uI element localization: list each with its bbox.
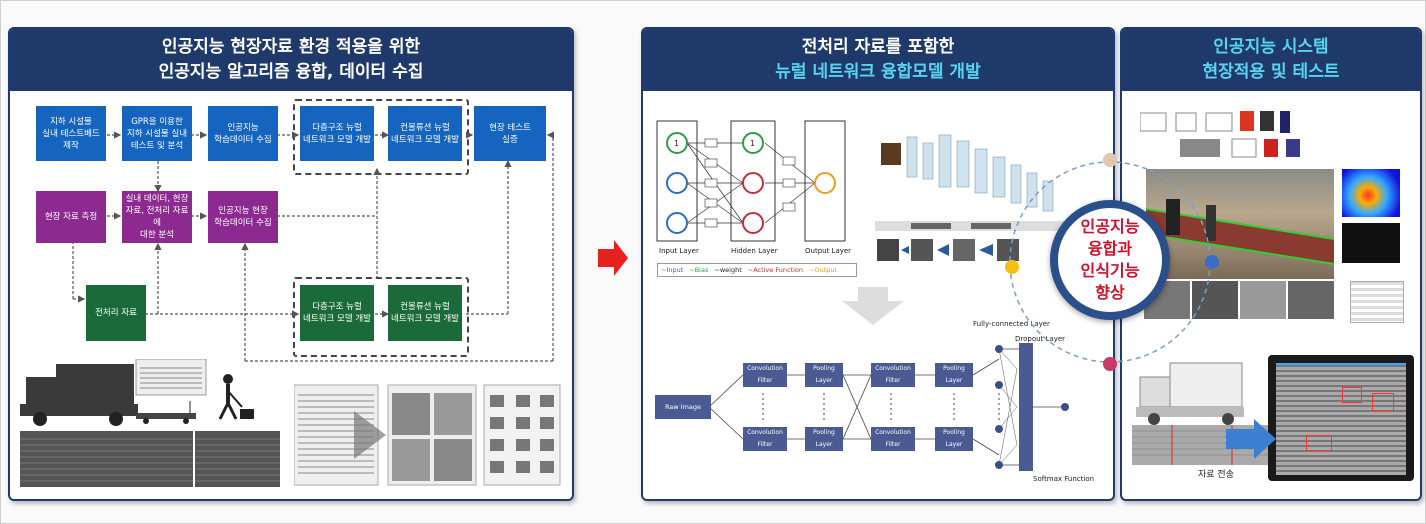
fusion-recognition-circle: 인공지능 융합과 인식기능 향상 bbox=[1050, 200, 1170, 320]
cnn-flow-diagram bbox=[708, 343, 1069, 471]
pooling-1-top: Pooling Layer bbox=[805, 363, 843, 387]
legend-weight: ~weight bbox=[714, 266, 742, 274]
panel-field-test: 인공지능 시스템 현장적용 및 테스트 bbox=[1120, 27, 1422, 501]
softmax-label: Softmax Function bbox=[1033, 475, 1095, 483]
field-survey-illustration bbox=[20, 359, 280, 487]
raw-image-box: Raw Image bbox=[655, 395, 711, 419]
pooling-1-bottom: Pooling Layer bbox=[805, 427, 843, 451]
conv-filter-2-top: Convolution Filter bbox=[871, 363, 915, 387]
legend-bias: ~Bias bbox=[689, 266, 709, 274]
box-field-measurement: 현장 자료 측정 bbox=[36, 191, 106, 243]
monitor-screen bbox=[1276, 363, 1406, 475]
conv-filter-1-bottom: Convolution Filter bbox=[743, 427, 787, 451]
box-preprocessed-data: 전처리 자료 bbox=[86, 285, 146, 341]
box-field-test: 현장 테스트 실증 bbox=[474, 106, 546, 161]
box-gpr-indoor-test: GPR을 이용한 지하 시설물 실내 테스트 및 분석 bbox=[122, 106, 192, 161]
radargram-thumbnails bbox=[294, 384, 561, 486]
result-monitor bbox=[1268, 355, 1414, 481]
nn-input-layer-label: Input Layer bbox=[659, 247, 699, 255]
box-cnn-model-top: 컨볼류션 뉴럴 네트워크 모델 개발 bbox=[388, 106, 462, 161]
panel3-title-line2: 현장적용 및 테스트 bbox=[1202, 62, 1340, 82]
panel3-title-line1: 인공지능 시스템 bbox=[1213, 37, 1329, 57]
circle-line4: 향상 bbox=[1095, 283, 1125, 302]
box-data-analysis: 실내 데이터, 현장 자료, 전처리 자료에 대한 분석 bbox=[122, 191, 192, 243]
equipment-photos bbox=[1144, 281, 1334, 319]
box-cnn-model-bottom: 컨볼류션 뉴럴 네트워크 모델 개발 bbox=[388, 285, 462, 341]
panel2-title-line1: 전처리 자료를 포함한 bbox=[801, 37, 955, 57]
pooling-2-bottom: Pooling Layer bbox=[935, 427, 973, 451]
neural-network-diagram: 1 1 bbox=[656, 120, 846, 242]
svg-text:1: 1 bbox=[750, 139, 755, 148]
circle-line1: 인공지능 bbox=[1080, 217, 1140, 236]
panel2-title-line2: 뉴럴 네트워크 융합모델 개발 bbox=[775, 62, 981, 82]
fc-layer-label: Fully-connected Layer bbox=[973, 320, 1050, 328]
panel1-title-line2: 인공지능 알고리즘 융합, 데이터 수집 bbox=[158, 62, 424, 82]
box-ai-training-data: 인공지능 학습데이터 수집 bbox=[208, 106, 278, 161]
legend-input: ~Input bbox=[661, 266, 684, 274]
box-indoor-testbed: 지하 시설물 실내 테스트베드 제작 bbox=[36, 106, 106, 161]
panel1-header: 인공지능 현장자료 환경 적용을 위한 인공지능 알고리즘 융합, 데이터 수집 bbox=[10, 29, 572, 91]
transfer-label: 자료 전송 bbox=[1198, 470, 1234, 480]
system-flow-thumbnail bbox=[1140, 111, 1300, 158]
box-mlp-model-bottom: 다층구조 뉴럴 네트워크 모델 개발 bbox=[300, 285, 374, 341]
legend-output: ~Output bbox=[809, 266, 838, 274]
red-arrow-icon bbox=[598, 240, 628, 276]
heatmap-thumbnail bbox=[1342, 169, 1400, 217]
box-mlp-model-top: 다층구조 뉴럴 네트워크 모델 개발 bbox=[300, 106, 374, 161]
circle-line3: 인식기능 bbox=[1080, 261, 1140, 280]
conv-filter-2-bottom: Convolution Filter bbox=[871, 427, 915, 451]
orbit-ring bbox=[1005, 153, 1219, 371]
nn-hidden-layer-label: Hidden Layer bbox=[731, 247, 778, 255]
flow-connectors bbox=[72, 131, 554, 362]
conv-filter-1-top: Convolution Filter bbox=[743, 363, 787, 387]
panel2-header: 전처리 자료를 포함한 뉴럴 네트워크 융합모델 개발 bbox=[643, 29, 1113, 91]
panel1-title-line1: 인공지능 현장자료 환경 적용을 위한 bbox=[161, 37, 421, 57]
panel-data-collection: 인공지능 현장자료 환경 적용을 위한 인공지능 알고리즘 융합, 데이터 수집 bbox=[8, 27, 574, 501]
pooling-2-top: Pooling Layer bbox=[935, 363, 973, 387]
nn-output-layer-label: Output Layer bbox=[805, 247, 852, 255]
box-ai-field-data: 인공지능 현장 학습데이터 수집 bbox=[208, 191, 278, 243]
svg-text:1: 1 bbox=[674, 139, 679, 148]
results-thumbnails bbox=[1350, 281, 1404, 323]
circle-line2: 융합과 bbox=[1087, 239, 1133, 258]
cnn-architecture-figure bbox=[875, 134, 1075, 261]
legend-active: ~Active Function bbox=[747, 266, 804, 274]
down-arrow-icon bbox=[842, 287, 904, 325]
radar-thumbnail bbox=[1342, 223, 1400, 263]
panel3-header: 인공지능 시스템 현장적용 및 테스트 bbox=[1122, 29, 1420, 91]
detect-box-3 bbox=[1306, 435, 1332, 451]
nn-legend: ~Input ~Bias ~weight ~Active Function ~O… bbox=[657, 263, 857, 277]
detect-box-1 bbox=[1342, 387, 1362, 403]
dropout-layer-label: Dropout Layer bbox=[1015, 335, 1066, 343]
panel-fusion-model: 전처리 자료를 포함한 뉴럴 네트워크 융합모델 개발 1 1 Input La… bbox=[641, 27, 1115, 501]
blue-transfer-arrow-icon bbox=[1226, 419, 1276, 459]
detect-box-2 bbox=[1372, 393, 1394, 411]
